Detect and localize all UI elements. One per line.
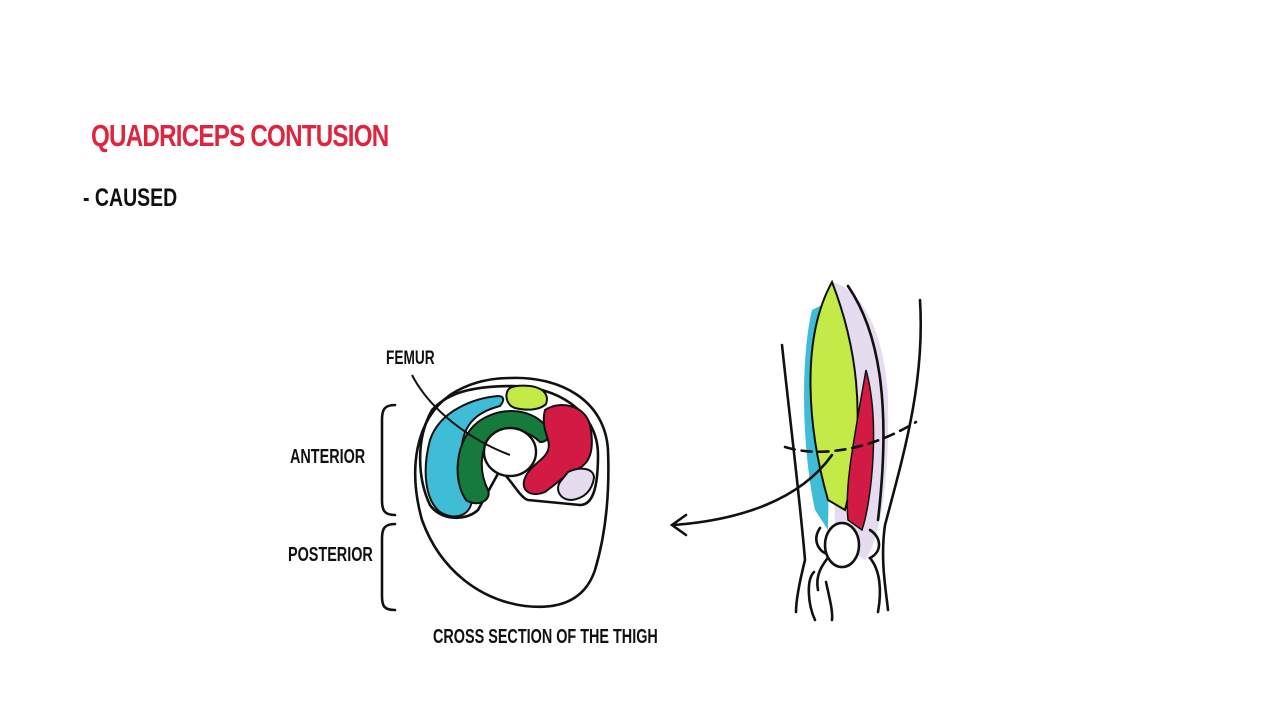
anterior-bracket [380, 403, 397, 517]
leg-outline-right [881, 298, 923, 612]
label-anterior: ANTERIOR [290, 446, 366, 468]
rectus-femoris [505, 384, 548, 411]
vastus-intermedius [456, 410, 550, 505]
leg-outline-left [780, 343, 807, 614]
label-femur: FEMUR [386, 348, 435, 369]
diagram-caption: CROSS SECTION OF THE THIGH [433, 626, 658, 648]
cross-section-line [783, 420, 918, 453]
vastus-medialis [522, 404, 593, 496]
label-posterior: POSTERIOR [288, 544, 373, 566]
vastus-medialis-long [846, 369, 875, 532]
femur-pointer-line [411, 374, 511, 456]
slide-title: QUADRICEPS CONTUSION [91, 118, 389, 153]
sartorius [557, 467, 596, 502]
femur-bone [482, 426, 538, 478]
cross-section-arrow [672, 453, 834, 527]
patella [823, 521, 861, 569]
bullet-caused: - CAUSED [83, 184, 178, 212]
rectus-femoris-long [809, 279, 859, 512]
posterior-bracket [380, 522, 397, 612]
